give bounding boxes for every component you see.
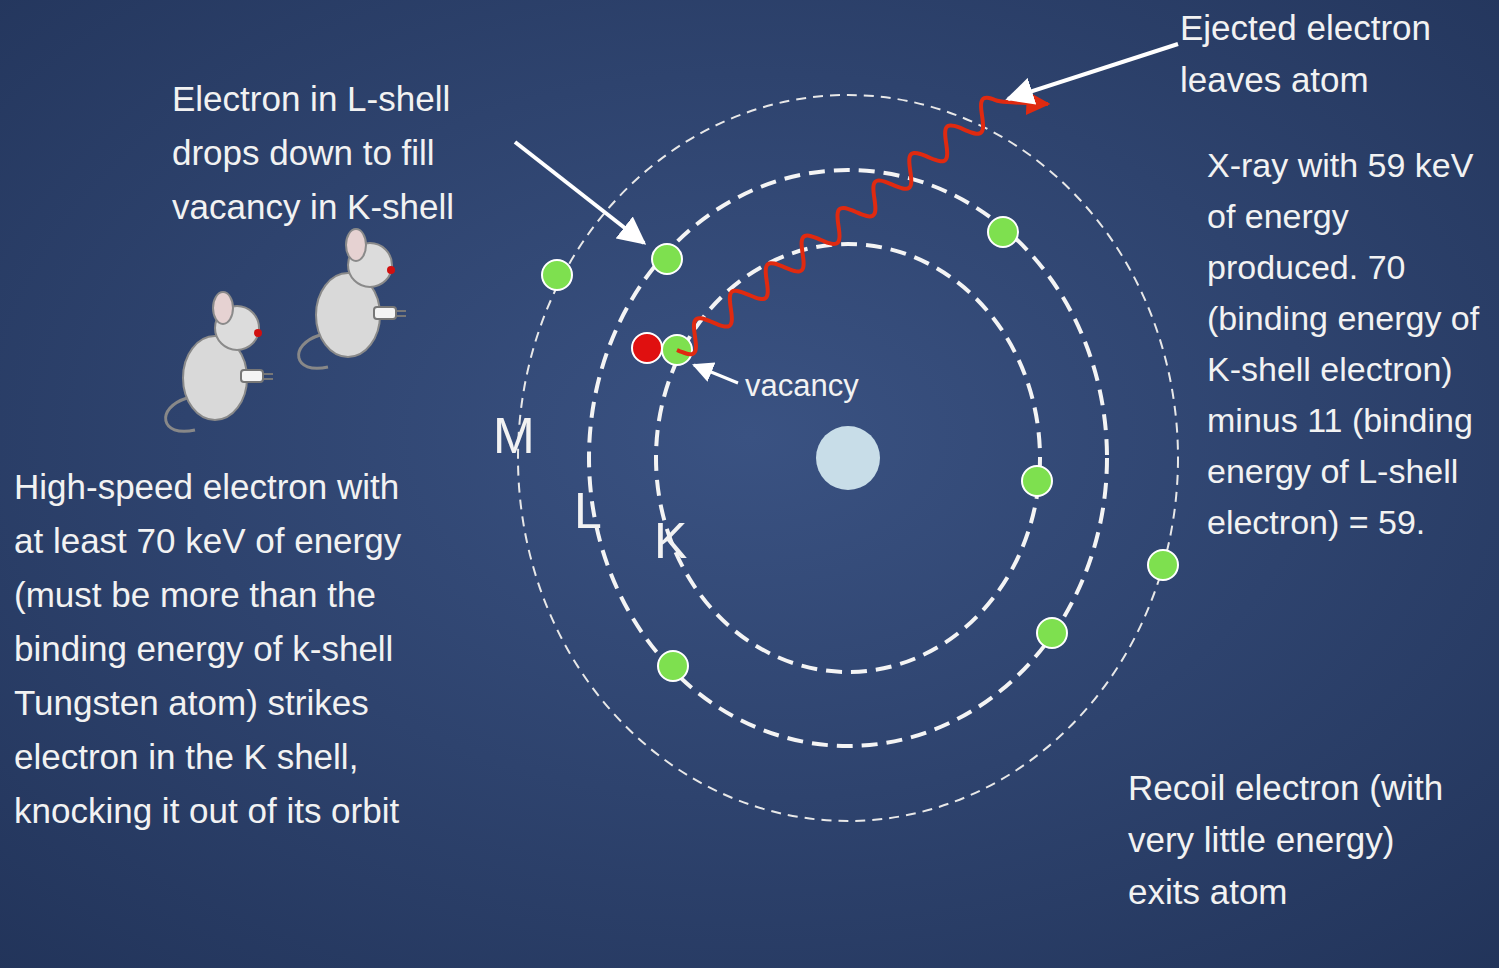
electron bbox=[1148, 550, 1178, 580]
note-text: Electron in L-shell drops down to fill v… bbox=[172, 72, 512, 234]
note-text: X-ray with 59 keV of energy produced. 70… bbox=[1207, 140, 1495, 548]
note-text: Recoil electron (with very little energy… bbox=[1128, 762, 1473, 918]
electrons bbox=[542, 217, 1178, 681]
l-shell bbox=[589, 170, 1107, 746]
leader-line bbox=[694, 365, 738, 383]
leader-line bbox=[1008, 44, 1178, 99]
electron bbox=[1037, 618, 1067, 648]
mouse-icon bbox=[299, 229, 406, 368]
electron bbox=[988, 217, 1018, 247]
note-text: Ejected electron leaves atom bbox=[1180, 2, 1490, 106]
x-ray-wave bbox=[677, 98, 1048, 354]
electron bbox=[658, 651, 688, 681]
electron bbox=[1022, 466, 1052, 496]
k-shell bbox=[656, 244, 1040, 672]
electron bbox=[542, 260, 572, 290]
note-text: High-speed electron with at least 70 keV… bbox=[14, 460, 429, 838]
nucleus bbox=[816, 426, 880, 490]
ejected-electron bbox=[632, 333, 662, 363]
callout-label: vacancy bbox=[745, 366, 925, 406]
electron bbox=[652, 244, 682, 274]
shell-letter: M bbox=[493, 408, 553, 464]
mouse-icon bbox=[166, 292, 273, 431]
shell-letter: L bbox=[574, 483, 624, 539]
leader-line bbox=[515, 142, 644, 243]
m-shell bbox=[518, 95, 1178, 821]
shell-letter: K bbox=[654, 513, 704, 569]
